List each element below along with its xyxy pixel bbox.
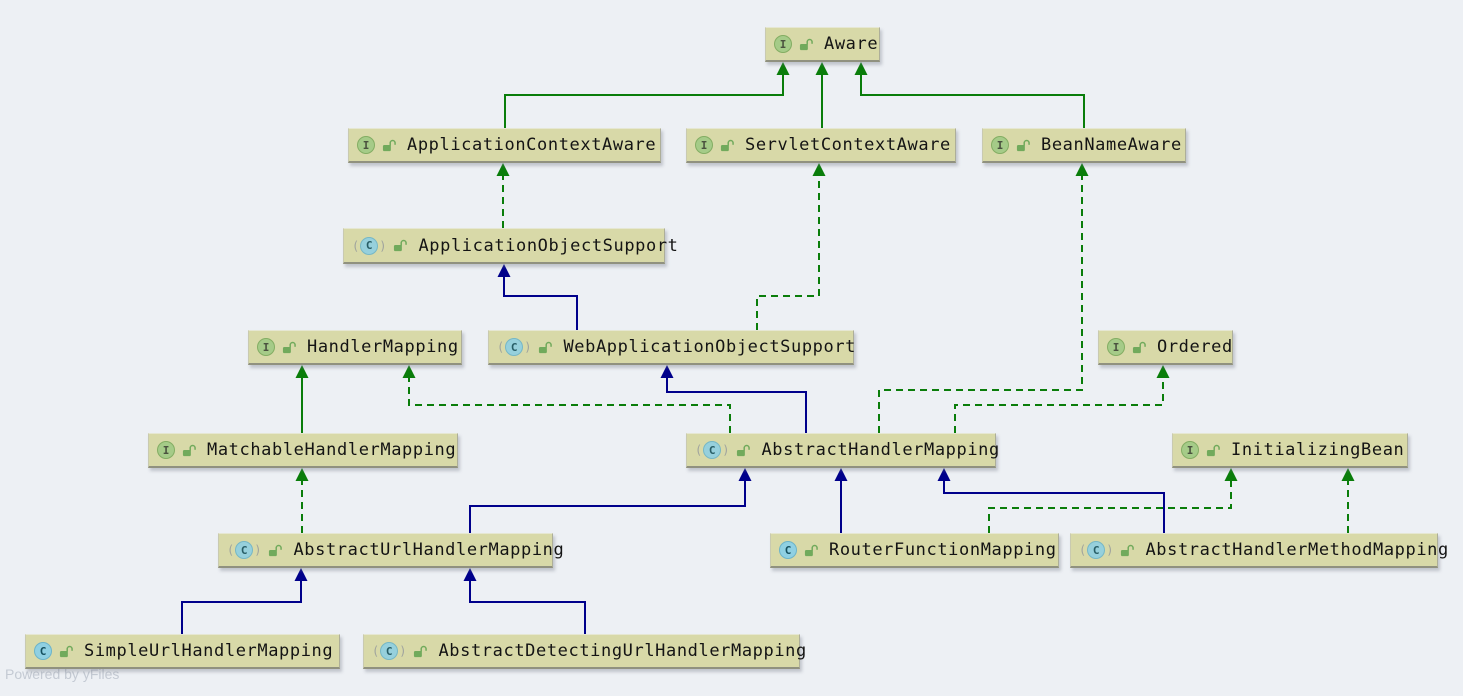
edge-abstract-handler-mapping-extends-web-application-object-support	[666, 377, 807, 433]
public-lock-icon	[382, 139, 396, 152]
interface-icon: I	[1181, 441, 1199, 459]
edge-abstract-handler-mapping-implements-ordered	[954, 377, 1164, 433]
edge-abstract-handler-mapping-implements-bean-name-aware	[878, 175, 1083, 433]
node-label: HandlerMapping	[307, 337, 459, 357]
abstract-class-icon: C	[695, 441, 729, 459]
edge-abstract-handler-mapping-implements-handler-mapping	[408, 377, 731, 433]
diagram-node-abstract-url-handler-mapping[interactable]: C AbstractUrlHandlerMapping	[218, 533, 564, 568]
inheritance-arrowhead	[295, 468, 309, 481]
public-lock-icon	[1120, 544, 1135, 557]
node-label: MatchableHandlerMapping	[207, 440, 457, 460]
inheritance-arrowhead	[1156, 365, 1170, 378]
node-label: RouterFunctionMapping	[829, 540, 1057, 560]
inheritance-arrowhead	[295, 365, 309, 378]
public-lock-icon	[182, 444, 196, 457]
abstract-class-icon: C	[497, 338, 531, 356]
inheritance-arrowhead	[402, 365, 416, 378]
inheritance-arrowhead	[497, 264, 511, 277]
public-lock-icon	[799, 38, 813, 51]
diagram-node-aware[interactable]: I Aware	[765, 27, 880, 62]
inheritance-arrowhead	[660, 365, 674, 378]
edge-bean-name-aware-extends-aware	[860, 74, 1085, 128]
inheritance-arrowhead	[815, 62, 829, 75]
interface-icon: I	[157, 441, 175, 459]
diagram-node-web-application-object-support[interactable]: C WebApplicationObjectSupport	[488, 330, 857, 365]
node-label: ApplicationObjectSupport	[418, 235, 679, 256]
abstract-class-icon: C	[1079, 541, 1113, 559]
public-lock-icon	[1016, 139, 1030, 152]
edge-web-application-object-support-extends-application-object-support	[503, 276, 578, 330]
edge-simple-url-handler-mapping-extends-abstract-url-handler-mapping	[181, 580, 302, 634]
public-lock-icon	[413, 645, 428, 658]
inheritance-arrowhead	[854, 62, 868, 75]
edge-abstract-detecting-url-handler-mapping-extends-abstract-url-handler-mapping	[469, 580, 586, 634]
diagram-node-simple-url-handler-mapping[interactable]: C SimpleUrlHandlerMapping	[25, 634, 340, 669]
abstract-class-icon: C	[372, 642, 406, 660]
public-lock-icon	[393, 239, 408, 252]
public-lock-icon	[538, 341, 553, 354]
diagram-node-initializing-bean[interactable]: I InitializingBean	[1172, 433, 1408, 468]
public-lock-icon	[1206, 444, 1220, 457]
diagram-node-servlet-context-aware[interactable]: I ServletContextAware	[686, 128, 956, 163]
abstract-class-icon: C	[227, 541, 261, 559]
public-lock-icon	[268, 544, 283, 557]
node-label: InitializingBean	[1231, 440, 1405, 460]
edge-web-application-object-support-implements-servlet-context-aware	[756, 175, 820, 330]
abstract-class-icon: C	[352, 236, 386, 255]
interface-icon: I	[257, 338, 275, 356]
diagram-node-router-function-mapping[interactable]: C RouterFunctionMapping	[770, 533, 1059, 568]
public-lock-icon	[282, 341, 296, 354]
diagram-node-application-object-support[interactable]: C ApplicationObjectSupport	[343, 228, 678, 264]
node-label: AbstractHandlerMapping	[761, 440, 1000, 460]
node-label: AbstractUrlHandlerMapping	[293, 540, 565, 560]
edge-application-context-aware-extends-aware	[504, 74, 784, 128]
node-label: AbstractDetectingUrlHandlerMapping	[438, 641, 807, 661]
diagram-node-abstract-handler-mapping[interactable]: C AbstractHandlerMapping	[686, 433, 1000, 468]
inheritance-arrowhead	[463, 568, 477, 581]
edge-router-function-mapping-implements-initializing-bean	[988, 480, 1232, 533]
diagram-node-ordered[interactable]: I Ordered	[1098, 330, 1233, 365]
inheritance-arrowhead	[1341, 468, 1355, 481]
public-lock-icon	[804, 544, 818, 557]
public-lock-icon	[59, 645, 73, 658]
diagram-node-abstract-detecting-url-handler-mapping[interactable]: C AbstractDetectingUrlHandlerMapping	[363, 634, 806, 669]
public-lock-icon	[720, 139, 734, 152]
edge-abstract-url-handler-mapping-extends-abstract-handler-mapping	[469, 480, 746, 533]
inheritance-arrowhead	[937, 468, 951, 481]
node-label: Aware	[824, 34, 879, 54]
interface-icon: I	[991, 136, 1009, 154]
node-label: WebApplicationObjectSupport	[563, 337, 857, 357]
class-icon: C	[34, 642, 52, 660]
interface-icon: I	[1107, 338, 1125, 356]
inheritance-arrowhead	[1224, 468, 1238, 481]
class-icon: C	[779, 541, 797, 559]
inheritance-arrowhead	[1075, 163, 1089, 176]
node-label: Ordered	[1157, 337, 1233, 357]
diagram-node-handler-mapping[interactable]: I HandlerMapping	[248, 330, 462, 365]
node-label: ApplicationContextAware	[407, 135, 657, 155]
diagram-node-matchable-handler-mapping[interactable]: I MatchableHandlerMapping	[148, 433, 458, 468]
interface-icon: I	[695, 136, 713, 154]
interface-icon: I	[357, 136, 375, 154]
yfiles-watermark: Powered by yFiles	[5, 666, 120, 682]
edge-abstract-handler-method-mapping-extends-abstract-handler-mapping	[943, 480, 1165, 533]
inheritance-arrowhead	[738, 468, 752, 481]
inheritance-arrowhead	[496, 163, 510, 176]
diagram-node-abstract-handler-method-mapping[interactable]: C AbstractHandlerMethodMapping	[1070, 533, 1448, 568]
node-label: BeanNameAware	[1041, 135, 1182, 155]
diagram-node-bean-name-aware[interactable]: I BeanNameAware	[982, 128, 1186, 163]
node-label: SimpleUrlHandlerMapping	[84, 641, 334, 661]
inheritance-arrowhead	[834, 468, 848, 481]
public-lock-icon	[1132, 341, 1146, 354]
inheritance-arrowhead	[294, 568, 308, 581]
inheritance-arrowhead	[776, 62, 790, 75]
interface-icon: I	[774, 35, 792, 53]
public-lock-icon	[736, 444, 751, 457]
inheritance-arrowhead	[812, 163, 826, 176]
diagram-node-application-context-aware[interactable]: I ApplicationContextAware	[348, 128, 661, 163]
node-label: ServletContextAware	[745, 135, 951, 155]
node-label: AbstractHandlerMethodMapping	[1145, 540, 1449, 560]
